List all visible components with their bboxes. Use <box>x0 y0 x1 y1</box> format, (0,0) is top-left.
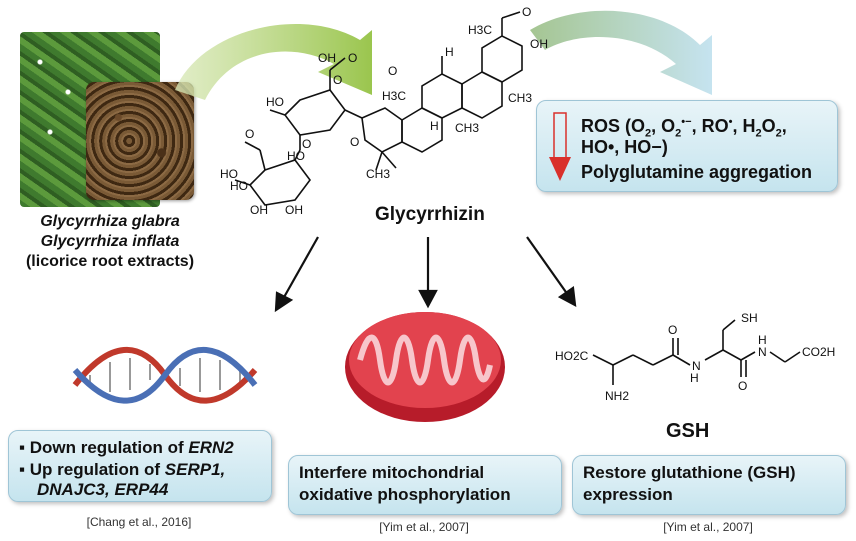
mito-text-1: Interfere mitochondrial <box>299 463 485 482</box>
svg-text:H: H <box>445 45 454 59</box>
gsh-nh2-label: NH2 <box>605 389 629 403</box>
svg-text:HO: HO <box>266 95 284 109</box>
gsh-n2-label: N <box>758 345 767 359</box>
ros-line-1: ROS (O2, O2•−, RO•, H2O2, <box>581 111 787 145</box>
svg-text:H: H <box>758 333 767 347</box>
er-bullet-1-text: Down regulation of <box>29 438 189 457</box>
svg-text:O: O <box>738 379 747 393</box>
licorice-root-photo <box>86 82 194 200</box>
black-arrows <box>274 236 577 313</box>
ros-text: , H <box>732 116 756 136</box>
er-mechanism-box: ▪ Down regulation of ERN2 ▪ Up regulatio… <box>8 430 272 502</box>
svg-text:O: O <box>388 64 397 78</box>
gene-ern2: ERN2 <box>188 438 234 457</box>
er-bullet-2-cont: DNAJC3, ERP44 <box>37 479 168 501</box>
gene-dnajc3-erp44: DNAJC3, ERP44 <box>37 480 169 499</box>
mito-text-2: oxidative phosphorylation <box>299 485 511 504</box>
curved-arrow-plant-to-compound <box>175 24 372 100</box>
citation-yim-gsh: [Yim et al., 2007] <box>663 520 753 534</box>
ros-line-3: Polyglutamine aggregation <box>581 162 813 182</box>
svg-text:OH: OH <box>318 51 336 65</box>
svg-text:O: O <box>245 127 254 141</box>
gsh-ho2c-label: HO2C <box>555 349 589 363</box>
gsh-text-2: expression <box>583 485 673 504</box>
gsh-co2h-label: CO2H <box>802 345 835 359</box>
ros-sub: 2 <box>775 127 782 140</box>
svg-text:H: H <box>690 371 699 385</box>
plant-description: (licorice root extracts) <box>25 253 195 270</box>
ros-sup: • <box>728 116 733 128</box>
er-bullet-1: ▪ Down regulation of ERN2 <box>19 437 234 459</box>
er-bullet-2: ▪ Up regulation of SERP1, <box>19 459 225 481</box>
ros-sub: 2 <box>755 127 762 140</box>
mitochondrion-icon <box>345 312 505 422</box>
ros-text: , O <box>651 116 676 136</box>
svg-text:OH: OH <box>285 203 303 215</box>
svg-text:OH: OH <box>530 37 548 51</box>
svg-text:CH3: CH3 <box>508 91 532 105</box>
ros-text: , <box>781 116 787 136</box>
citation-yim-mito: [Yim et al., 2007] <box>379 520 469 534</box>
ros-text: , RO <box>691 116 729 136</box>
citation-chang: [Chang et al., 2016] <box>86 515 192 529</box>
gsh-text-1: Restore glutathione (GSH) <box>583 463 796 482</box>
ros-sup: •− <box>681 116 692 128</box>
svg-text:O: O <box>333 73 342 87</box>
svg-text:O: O <box>350 135 359 149</box>
gsh-n1-label: N <box>692 359 701 373</box>
gene-serp1: SERP1, <box>164 460 226 479</box>
svg-text:H: H <box>430 119 439 133</box>
svg-text:OH: OH <box>250 203 268 215</box>
dna-helix-icon <box>72 347 258 404</box>
svg-text:O: O <box>668 323 677 337</box>
gsh-label: GSH <box>666 420 710 442</box>
ros-box: ROS (O2, O2•−, RO•, H2O2, HO•, HO−) Poly… <box>536 100 838 192</box>
gsh-mechanism-box: Restore glutathione (GSH) expression <box>572 455 846 515</box>
ros-sub: 2 <box>645 127 652 140</box>
ros-sub: 2 <box>675 127 682 140</box>
svg-text:CH3: CH3 <box>366 167 390 181</box>
ros-line-2: HO•, HO−) <box>581 137 668 157</box>
curved-arrow-compound-to-ros <box>530 10 712 95</box>
svg-text:H3C: H3C <box>382 89 406 103</box>
down-arrow-icon <box>549 112 571 181</box>
svg-text:O: O <box>302 137 311 151</box>
svg-text:CH3: CH3 <box>455 121 479 135</box>
plant-name-inflata: Glycyrrhiza inflata <box>40 233 180 250</box>
mito-mechanism-box: Interfere mitochondrial oxidative phosph… <box>288 455 562 515</box>
ros-text: O <box>761 116 776 136</box>
svg-text:O: O <box>348 51 357 65</box>
bullet-icon: ▪ <box>19 460 30 479</box>
er-bullet-2-text: Up regulation of <box>29 460 165 479</box>
gsh-sh-label: SH <box>741 311 758 325</box>
svg-text:HO: HO <box>230 179 248 193</box>
plant-label: Glycyrrhiza glabra Glycyrrhiza inflata (… <box>12 212 208 272</box>
compound-name: Glycyrrhizin <box>375 204 485 225</box>
ros-text: ROS (O <box>581 116 646 136</box>
gsh-structure: SH HO2C NH2 O N H O N H CO2H <box>555 311 835 403</box>
glycyrrhizin-structure: O OH O HO HO O HO O HO OH OH O O H3C H C… <box>220 5 548 215</box>
svg-text:O: O <box>522 5 531 19</box>
bullet-icon: ▪ <box>19 438 30 457</box>
svg-text:HO: HO <box>287 149 305 163</box>
plant-name-glabra: Glycyrrhiza glabra <box>40 213 180 230</box>
svg-text:H3C: H3C <box>468 23 492 37</box>
svg-text:HO: HO <box>220 167 238 181</box>
